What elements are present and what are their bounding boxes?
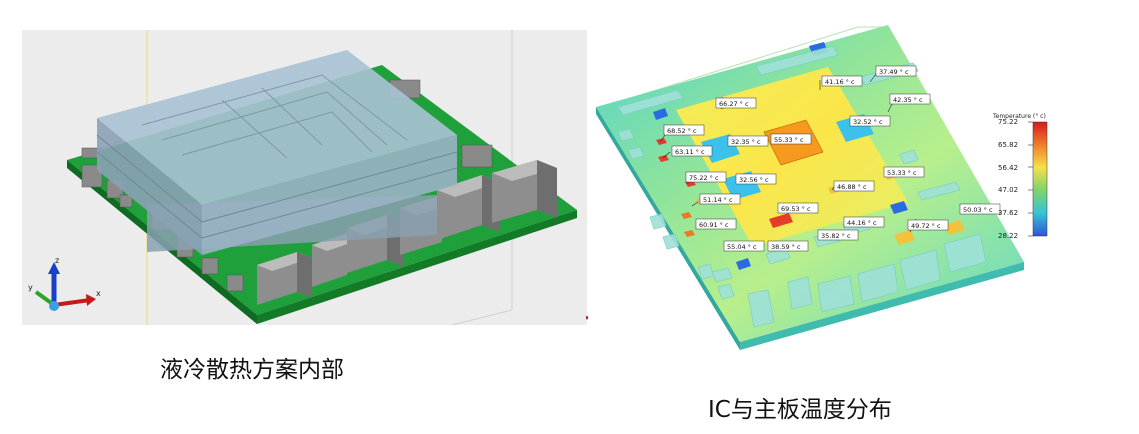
legend-tick-label: 37.62 — [998, 209, 1018, 217]
axis-z-label: z — [55, 256, 59, 265]
temp-label: 38.59 ° c — [767, 240, 809, 252]
svg-text:38.59 ° c: 38.59 ° c — [771, 243, 801, 251]
legend-tick-label: 28.22 — [998, 232, 1018, 240]
legend-tick-label: 75.22 — [998, 118, 1018, 126]
svg-text:41.16 ° c: 41.16 ° c — [825, 78, 855, 86]
svg-text:55.04 ° c: 55.04 ° c — [727, 243, 757, 251]
svg-text:68.52 ° c: 68.52 ° c — [667, 127, 697, 135]
svg-text:63.11 ° c: 63.11 ° c — [675, 148, 705, 156]
cold-plate — [96, 50, 458, 255]
caption-liquid-cooling: 液冷散热方案内部 — [160, 357, 344, 383]
temp-label: 44.16 ° c — [843, 216, 885, 228]
legend-tick-label: 65.82 — [998, 141, 1018, 149]
temp-label: 60.91 ° c — [695, 218, 737, 230]
temp-label: 69.53 ° c — [777, 202, 819, 214]
component-outlines — [617, 45, 987, 328]
svg-text:46.88 ° c: 46.88 ° c — [837, 183, 867, 191]
temp-label: 63.11 ° c — [671, 145, 713, 157]
svg-text:49.72 ° c: 49.72 ° c — [911, 222, 941, 230]
temp-label: 37.49 ° c — [875, 65, 917, 77]
temperature-distribution-view: 66.27 ° c 41.16 ° c 37.49 ° c 68.52 ° c … — [588, 22, 1078, 352]
temp-label: 46.88 ° c — [833, 180, 875, 192]
temperature-labels: 66.27 ° c 41.16 ° c 37.49 ° c 68.52 ° c … — [663, 65, 1001, 252]
legend-tick-label: 47.02 — [998, 186, 1018, 194]
temp-label: 32.35 ° c — [727, 135, 769, 147]
temp-label: 32.56 ° c — [735, 173, 777, 185]
svg-text:66.27 ° c: 66.27 ° c — [719, 100, 749, 108]
temp-label: 49.72 ° c — [907, 219, 949, 231]
svg-text:32.52 ° c: 32.52 ° c — [853, 118, 883, 126]
temp-label: 53.33 ° c — [883, 166, 925, 178]
legend-colorbar — [1032, 121, 1048, 237]
svg-text:42.35 ° c: 42.35 ° c — [893, 96, 923, 104]
svg-text:44.16 ° c: 44.16 ° c — [847, 219, 877, 227]
temp-label: 41.16 ° c — [821, 75, 863, 87]
svg-text:32.56 ° c: 32.56 ° c — [739, 176, 769, 184]
temp-label: 32.52 ° c — [849, 115, 891, 127]
temp-label: 66.27 ° c — [715, 97, 757, 109]
svg-text:50.03 ° c: 50.03 ° c — [963, 206, 993, 214]
model-drawing: z y x — [28, 30, 577, 325]
svg-text:53.33 ° c: 53.33 ° c — [887, 169, 917, 177]
legend-ticks — [1028, 121, 1033, 237]
temp-label: 55.33 ° c — [770, 133, 812, 145]
svg-text:55.33 ° c: 55.33 ° c — [774, 136, 804, 144]
caption-temperature-distribution: IC与主板温度分布 — [708, 397, 892, 423]
liquid-cooling-model-view: z y x — [22, 30, 587, 325]
temperature-drawing: 66.27 ° c 41.16 ° c 37.49 ° c 68.52 ° c … — [596, 25, 1048, 350]
temp-label: 75.22 ° c — [685, 171, 727, 183]
svg-text:32.35 ° c: 32.35 ° c — [731, 138, 761, 146]
temp-label: 51.14 ° c — [699, 193, 741, 205]
svg-text:75.22 ° c: 75.22 ° c — [689, 174, 719, 182]
legend-tick-label: 56.42 — [998, 164, 1018, 172]
axis-y-label: y — [28, 283, 33, 292]
svg-text:37.49 ° c: 37.49 ° c — [879, 68, 909, 76]
temp-label: 50.03 ° c — [959, 203, 1001, 215]
temp-label: 35.82 ° c — [817, 229, 859, 241]
svg-text:60.91 ° c: 60.91 ° c — [699, 221, 729, 229]
svg-text:69.53 ° c: 69.53 ° c — [781, 205, 811, 213]
temp-label: 68.52 ° c — [663, 124, 705, 136]
legend-title: Temperature (° c) — [992, 113, 1046, 120]
temp-label: 42.35 ° c — [889, 93, 931, 105]
axis-x-label: x — [96, 289, 101, 298]
svg-text:35.82 ° c: 35.82 ° c — [821, 232, 851, 240]
temperature-legend: Temperature (° c) 75.22 65.82 56.42 47.0… — [992, 113, 1048, 240]
svg-text:51.14 ° c: 51.14 ° c — [703, 196, 733, 204]
temp-label: 55.04 ° c — [723, 240, 765, 252]
axis-triad: z y x — [28, 256, 101, 311]
